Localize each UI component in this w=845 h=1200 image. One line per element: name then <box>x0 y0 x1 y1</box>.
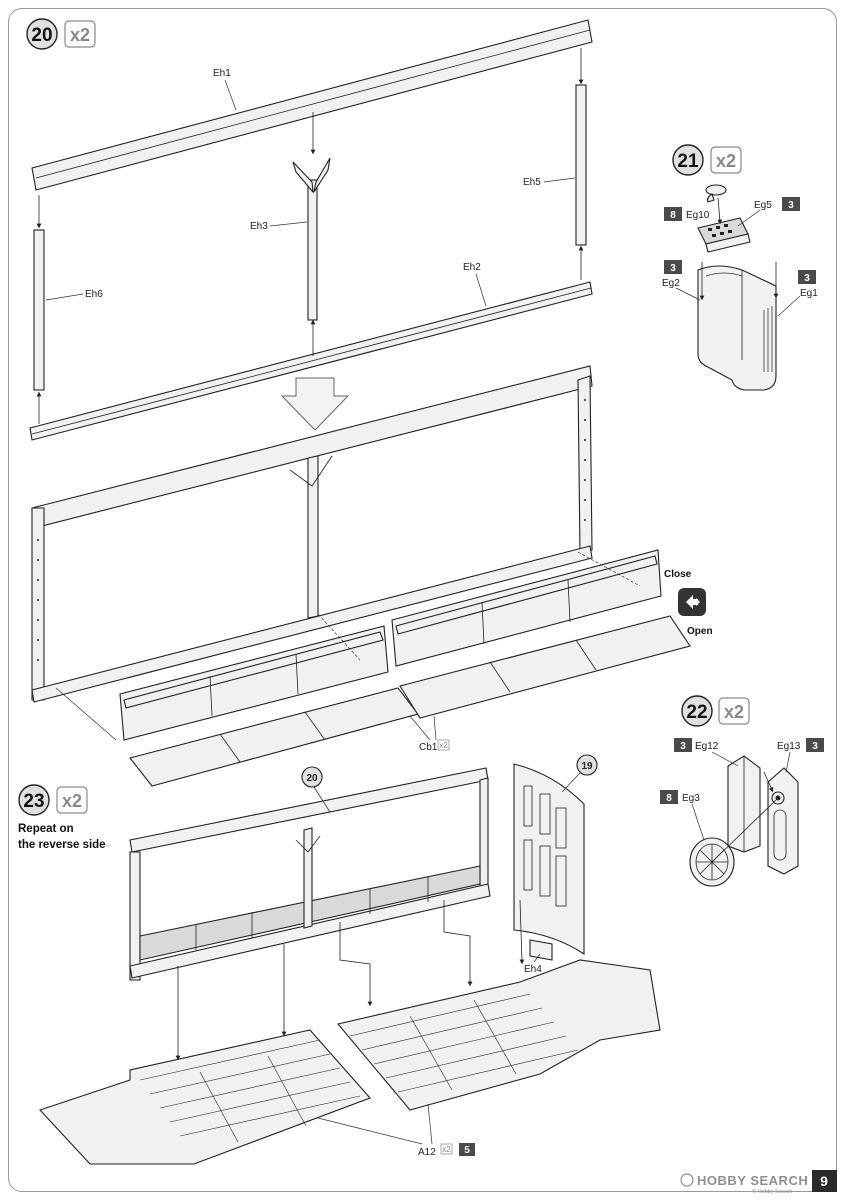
label-eg12: Eg12 <box>695 741 719 752</box>
step-23-header: 23 x2 Repeat on the reverse side <box>18 784 106 851</box>
step-22-multiplier: x2 <box>724 702 744 722</box>
step-20-multiplier: x2 <box>70 25 90 45</box>
part-eh6-post <box>33 229 45 391</box>
cb1-panel-left <box>119 625 419 787</box>
page-number: 9 <box>820 1173 828 1189</box>
label-eh2: Eh2 <box>463 262 481 273</box>
step-20-labels: Eh1 Eh3 Eh5 Eh2 Eh6 <box>45 68 576 307</box>
step-23-labels: 20 19 Eh4 A12 x2 5 <box>301 754 598 1158</box>
part-eh5-post <box>575 84 587 246</box>
step-22-header: 22 x2 <box>681 695 750 727</box>
paint-eg10: 8 <box>670 210 676 221</box>
step-23-wall-assembly <box>129 767 491 981</box>
watermark-logo-icon <box>680 1173 694 1187</box>
ref-19-badge <box>576 754 598 776</box>
step-21-parts <box>697 184 779 391</box>
rotate-arrow-right-icon <box>696 598 700 606</box>
step-21-labels: 8 Eg10 Eg5 3 3 Eg2 3 Eg1 <box>662 197 818 317</box>
label-eg1: Eg1 <box>800 288 818 299</box>
label-eh1: Eh1 <box>213 68 231 79</box>
part-eh1-rail <box>31 19 593 191</box>
step-22-number: 22 <box>686 702 707 723</box>
watermark-small: © Hobby Search <box>752 1188 792 1195</box>
label-eh6: Eh6 <box>85 289 103 300</box>
paint-a12: 5 <box>464 1145 470 1156</box>
step-23-number: 23 <box>23 791 44 812</box>
step-20-header: 20 x2 <box>26 18 96 50</box>
label-a12-mult: x2 <box>442 1145 451 1154</box>
part-eh3-post <box>307 179 318 321</box>
step-22-parts <box>689 755 799 887</box>
page-number-tab: 9 <box>812 1170 837 1192</box>
part-eh3-brace-right <box>313 157 331 193</box>
paint-eg3: 8 <box>666 793 672 804</box>
label-eh3: Eh3 <box>250 221 268 232</box>
rotate-arrow-left-icon <box>686 595 698 609</box>
paint-eg1: 3 <box>804 273 810 284</box>
step-23-door <box>513 763 585 961</box>
step-23-badge <box>18 784 50 816</box>
page-frame <box>8 8 837 1192</box>
label-cb1-mult: x2 <box>439 741 448 750</box>
label-eh4: Eh4 <box>524 964 542 975</box>
ref-20: 20 <box>306 773 318 784</box>
ref-20-badge <box>301 766 323 788</box>
paint-eg13: 3 <box>812 741 818 752</box>
step-21-number: 21 <box>677 151 699 172</box>
label-close: Close <box>664 569 692 580</box>
cb1-panel-right <box>391 549 691 719</box>
label-eg5: Eg5 <box>754 200 772 211</box>
paint-eg2: 3 <box>670 263 676 274</box>
step-21-header: 21 x2 <box>672 144 742 176</box>
paint-eg12: 3 <box>680 741 686 752</box>
label-eg10: Eg10 <box>686 210 710 221</box>
label-eg3: Eg3 <box>682 793 700 804</box>
label-eg2: Eg2 <box>662 278 680 289</box>
step-22-badge <box>681 695 713 727</box>
step-20-number: 20 <box>31 25 52 46</box>
label-open: Open <box>687 626 713 637</box>
part-eh3-brace-left <box>292 161 314 194</box>
step-23-note-line1: Repeat on <box>18 823 74 835</box>
step-20-assembled-frame <box>31 365 593 703</box>
step-22-labels: 3 Eg12 Eg13 3 8 Eg3 <box>660 738 824 841</box>
step-21-multiplier: x2 <box>716 151 736 171</box>
label-eg13: Eg13 <box>777 741 801 752</box>
step-23-floor <box>39 899 661 1165</box>
watermark: HOBBY SEARCH © Hobby Search <box>680 1173 808 1195</box>
ref-19: 19 <box>581 761 593 772</box>
step-20-exploded-parts <box>29 19 593 441</box>
watermark-brand: HOBBY SEARCH <box>697 1173 808 1188</box>
label-cb1: Cb1 <box>419 742 438 753</box>
paint-eg5: 3 <box>788 200 794 211</box>
step-20-mult-box <box>64 20 96 48</box>
step-23-multiplier: x2 <box>62 791 82 811</box>
cb1-label-group: Cb1 x2 <box>409 715 450 753</box>
step-20-badge <box>26 18 58 50</box>
down-arrow-icon <box>280 377 350 431</box>
step-21-badge <box>672 144 704 176</box>
step-23-note-line2: the reverse side <box>18 839 106 851</box>
label-eh5: Eh5 <box>523 177 541 188</box>
label-a12: A12 <box>418 1147 436 1158</box>
close-open-option: Close Open <box>664 569 713 637</box>
